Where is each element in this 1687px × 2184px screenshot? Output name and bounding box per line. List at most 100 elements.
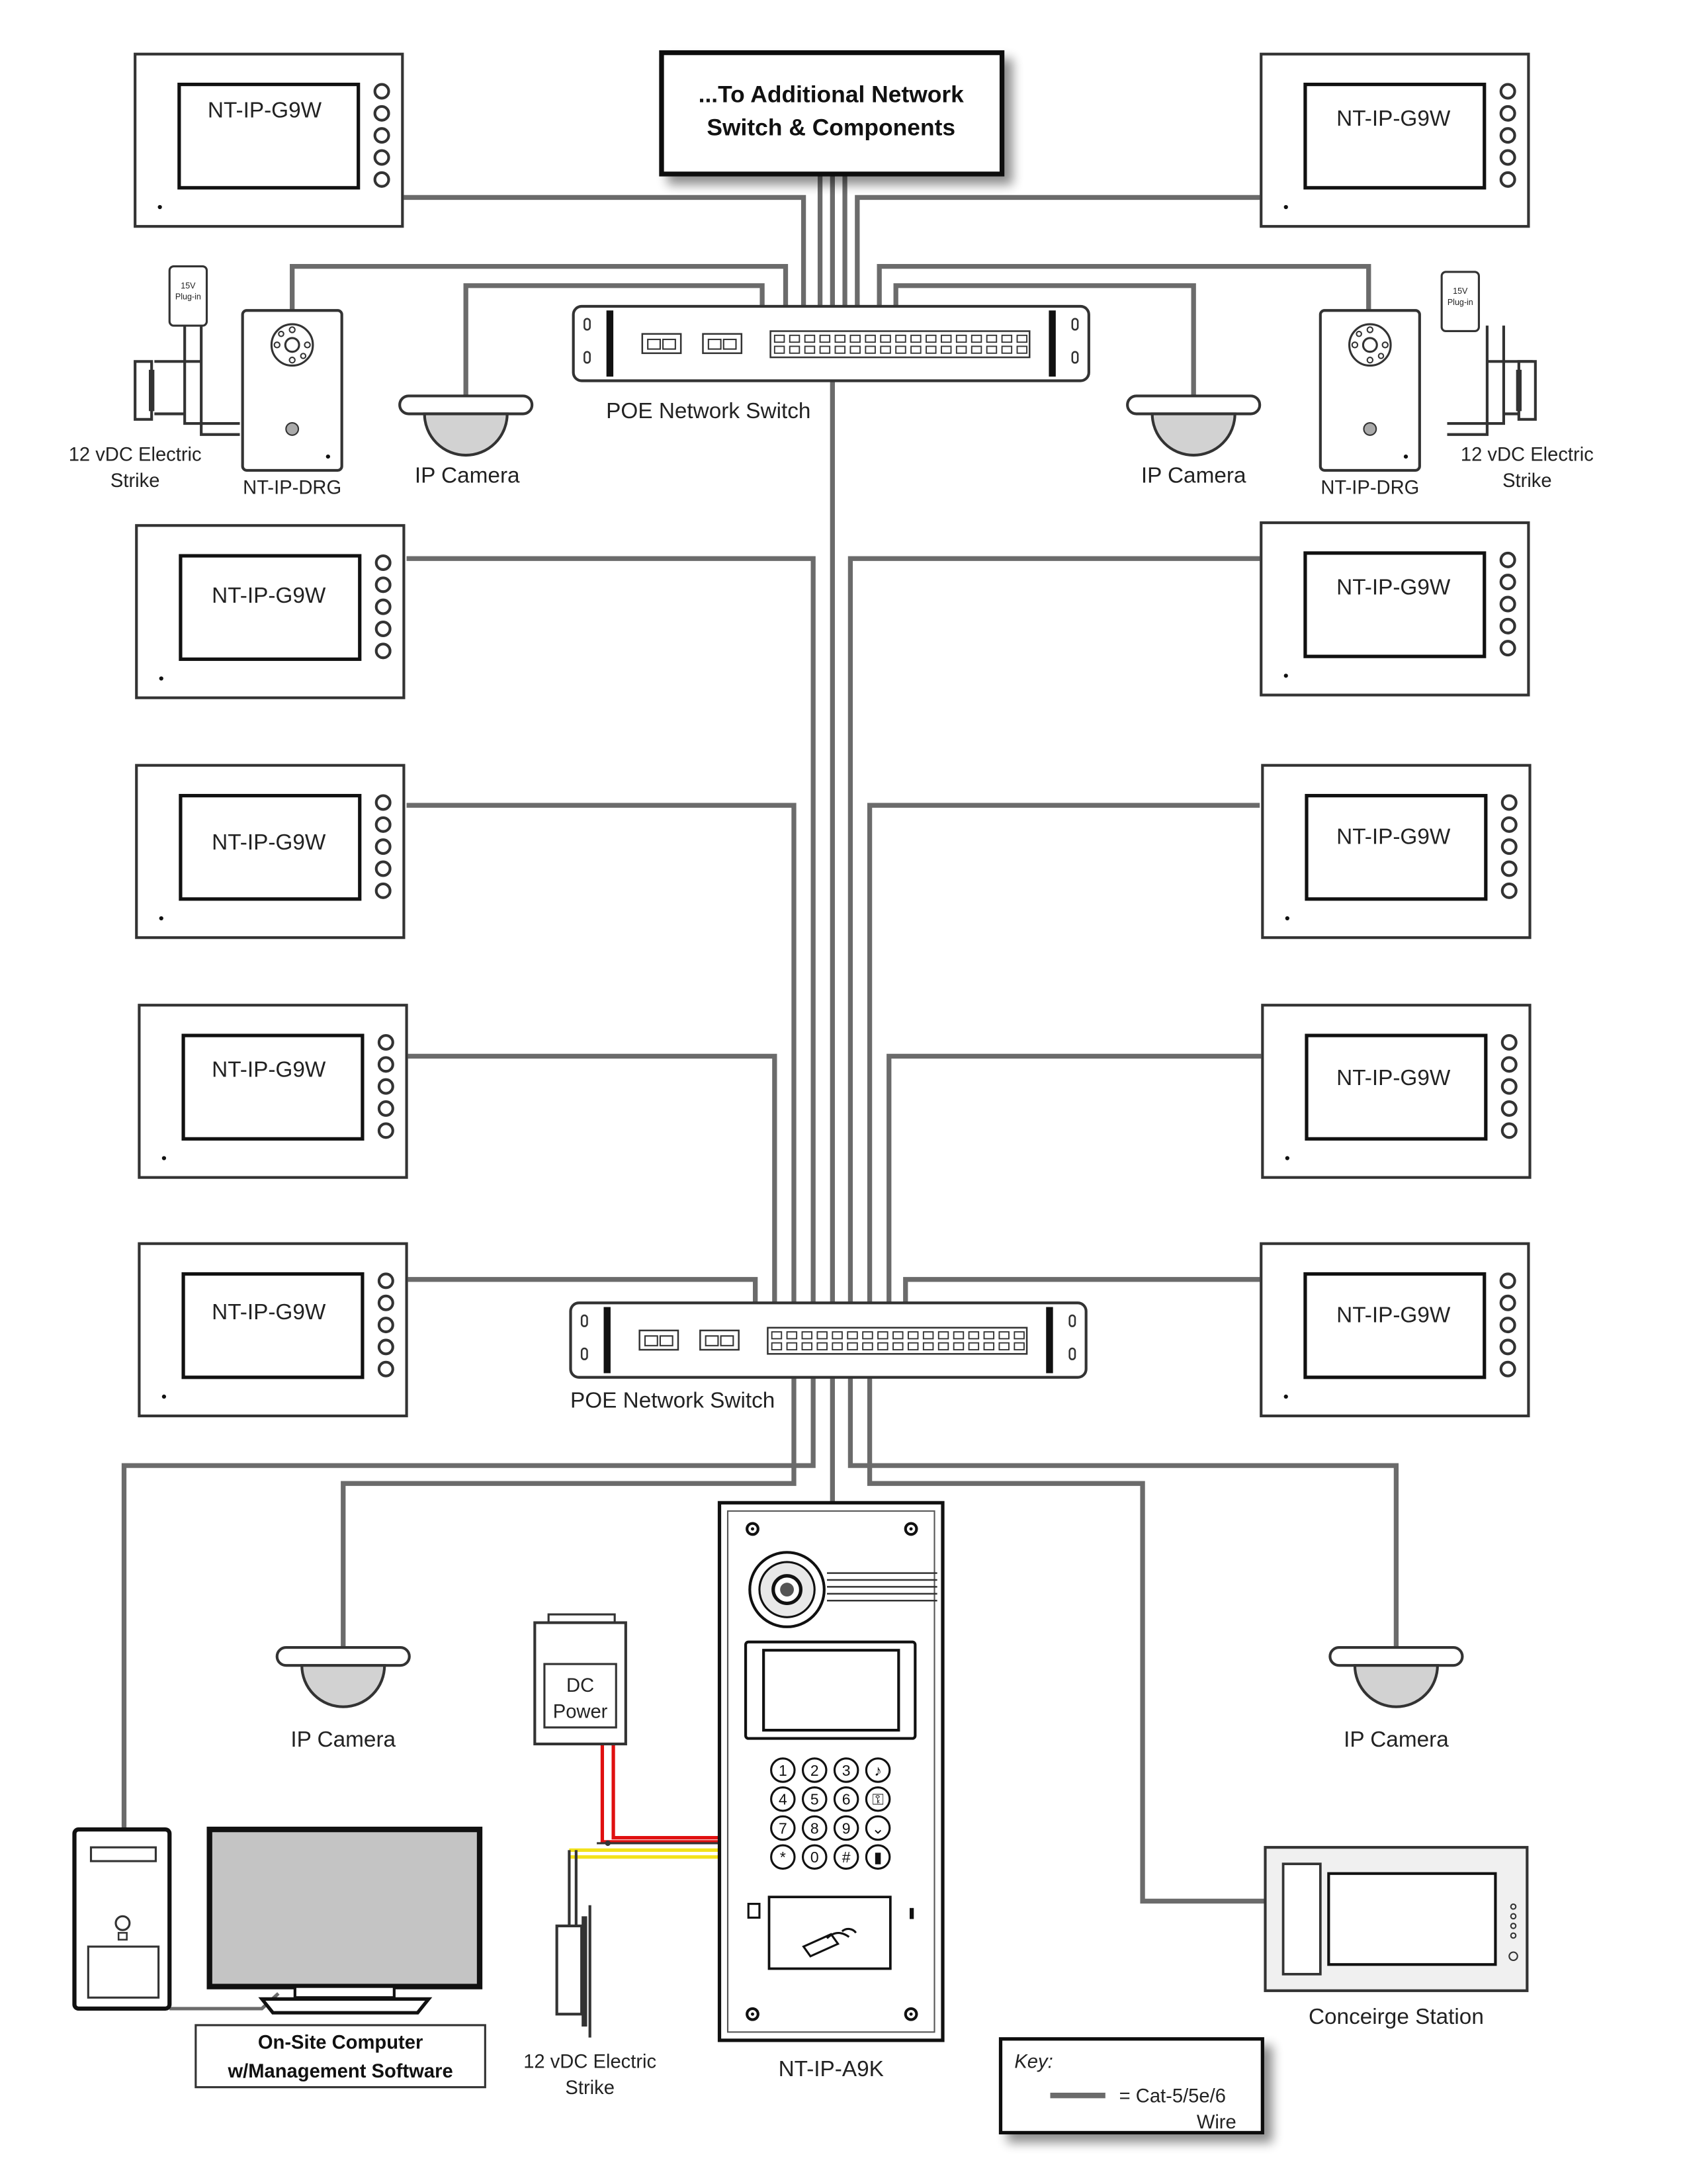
keypad-button-8 — [801, 1815, 828, 1841]
keypad-label-1: 1 — [779, 1762, 787, 1779]
computer-caption-box — [195, 2024, 486, 2089]
monitor-3 — [136, 525, 404, 697]
keypad-label-8: 8 — [810, 1819, 819, 1837]
monitor-9 — [139, 1244, 406, 1416]
plug-in-right-line2: Plug-in — [1448, 298, 1473, 307]
computer-monitor — [206, 1826, 483, 2015]
door-station-left — [243, 310, 342, 470]
computer-tower — [72, 1827, 172, 2011]
dc-power-line1: DC — [566, 1675, 594, 1696]
keypad-button-2 — [801, 1757, 828, 1783]
ip-camera-3 — [277, 1647, 410, 1707]
monitor-9-label: NT-IP-G9W — [212, 1300, 326, 1325]
keypad-label-#: # — [842, 1849, 851, 1866]
monitor-1 — [135, 54, 402, 226]
keypad-button-0 — [801, 1844, 828, 1870]
ip-camera-4 — [1330, 1647, 1462, 1707]
keypad-label-7: 7 — [779, 1819, 787, 1837]
door-station-right-label: NT-IP-DRG — [1320, 477, 1419, 498]
keypad-label-bell: ♪ — [874, 1762, 881, 1779]
entry-panel — [717, 1501, 945, 2042]
keypad-button-lock — [865, 1844, 891, 1870]
monitor-8-label: NT-IP-G9W — [1336, 1066, 1451, 1090]
keypad-label-*: * — [780, 1849, 786, 1866]
keypad-button-down — [865, 1815, 891, 1841]
keypad-button-7 — [770, 1815, 796, 1841]
keypad-label-down: ⌄ — [871, 1819, 884, 1837]
additional-network-line2: Switch & Components — [707, 114, 955, 141]
strike-bottom-line1: 12 vDC Electric — [523, 2052, 656, 2073]
keypad-button-# — [833, 1844, 859, 1870]
keypad-label-4: 4 — [779, 1791, 787, 1808]
strike-bottom-line2: Strike — [565, 2077, 615, 2099]
keypad-label-3: 3 — [842, 1762, 851, 1779]
monitor-8 — [1262, 1005, 1530, 1177]
strike-right-line1: 12 vDC Electric — [1461, 444, 1594, 465]
keypad-label-5: 5 — [810, 1791, 819, 1808]
concierge-label: Conceirge Station — [1309, 2005, 1484, 2029]
poe-switch-top — [574, 306, 1089, 381]
plug-in-left-line1: 15V — [181, 281, 196, 290]
door-station-right — [1320, 310, 1420, 470]
plug-in-left-line2: Plug-in — [175, 292, 201, 302]
ip-camera-2 — [1127, 396, 1260, 455]
concierge-station — [1264, 1846, 1529, 1992]
keypad-button-* — [770, 1844, 796, 1870]
dc-power-supply — [533, 1613, 627, 1745]
poe-switch-top-label: POE Network Switch — [606, 399, 810, 423]
computer-line1: On-Site Computer — [258, 2032, 423, 2053]
monitor-6-label: NT-IP-G9W — [1336, 825, 1451, 850]
keypad-button-1 — [770, 1757, 796, 1783]
keypad-button-6 — [833, 1786, 859, 1812]
entry-panel-label: NT-IP-A9K — [779, 2057, 884, 2081]
monitor-7 — [139, 1005, 406, 1177]
strike-left-line2: Strike — [110, 470, 160, 492]
cat5-wiring — [121, 168, 1399, 2011]
plug-in-right-line1: 15V — [1453, 286, 1468, 296]
monitor-4-label: NT-IP-G9W — [1336, 575, 1451, 599]
poe-switch-bottom-label: POE Network Switch — [570, 1389, 775, 1413]
keypad-button-9 — [833, 1815, 859, 1841]
ip-camera-1 — [400, 396, 532, 455]
monitor-5-label: NT-IP-G9W — [212, 830, 326, 855]
monitor-2 — [1261, 54, 1528, 226]
computer-line2: w/Management Software — [227, 2061, 453, 2082]
poe-switch-bottom — [571, 1303, 1086, 1377]
monitor-4 — [1261, 523, 1528, 695]
electric-strike-bottom — [555, 1916, 587, 2027]
monitor-6 — [1262, 765, 1530, 938]
plug-in-adapter-right: 15V Plug-in — [1440, 271, 1480, 333]
key-legend-line1: = Cat-5/5e/6 — [1119, 2086, 1226, 2107]
keypad-label-0: 0 — [810, 1849, 819, 1866]
power-wiring — [568, 1743, 721, 2038]
plug-in-adapter-left: 15V Plug-in — [168, 265, 208, 327]
strike-right-line2: Strike — [1502, 470, 1552, 492]
additional-network-box — [659, 50, 1005, 177]
keypad-label-lock: ▮ — [874, 1849, 883, 1866]
dc-power-line2: Power — [553, 1701, 608, 1722]
key-legend — [998, 2037, 1264, 2135]
ip-camera-3-label: IP Camera — [290, 1727, 396, 1752]
ip-camera-1-label: IP Camera — [415, 464, 520, 488]
monitor-2-label: NT-IP-G9W — [1336, 107, 1451, 131]
key-legend-line2: Wire — [1197, 2112, 1236, 2133]
ip-camera-4-label: IP Camera — [1344, 1727, 1449, 1752]
electric-strike-right — [1519, 361, 1536, 419]
keypad-button-4 — [770, 1786, 796, 1812]
keypad-label-9: 9 — [842, 1819, 851, 1837]
keypad-button-key — [865, 1786, 891, 1812]
monitor-1-label: NT-IP-G9W — [208, 99, 322, 123]
monitor-10 — [1261, 1244, 1528, 1416]
keypad-button-5 — [801, 1786, 828, 1812]
keypad-button-bell — [865, 1757, 891, 1783]
keypad-label-key: ⚿ — [872, 1791, 883, 1808]
ip-camera-2-label: IP Camera — [1141, 464, 1246, 488]
keypad-button-3 — [833, 1757, 859, 1783]
additional-network-line1: ...To Additional Network — [699, 81, 965, 108]
keypad-label-2: 2 — [810, 1762, 819, 1779]
door-station-left-label: NT-IP-DRG — [243, 477, 341, 498]
key-legend-title: Key: — [1014, 2052, 1053, 2073]
monitor-3-label: NT-IP-G9W — [212, 584, 326, 608]
